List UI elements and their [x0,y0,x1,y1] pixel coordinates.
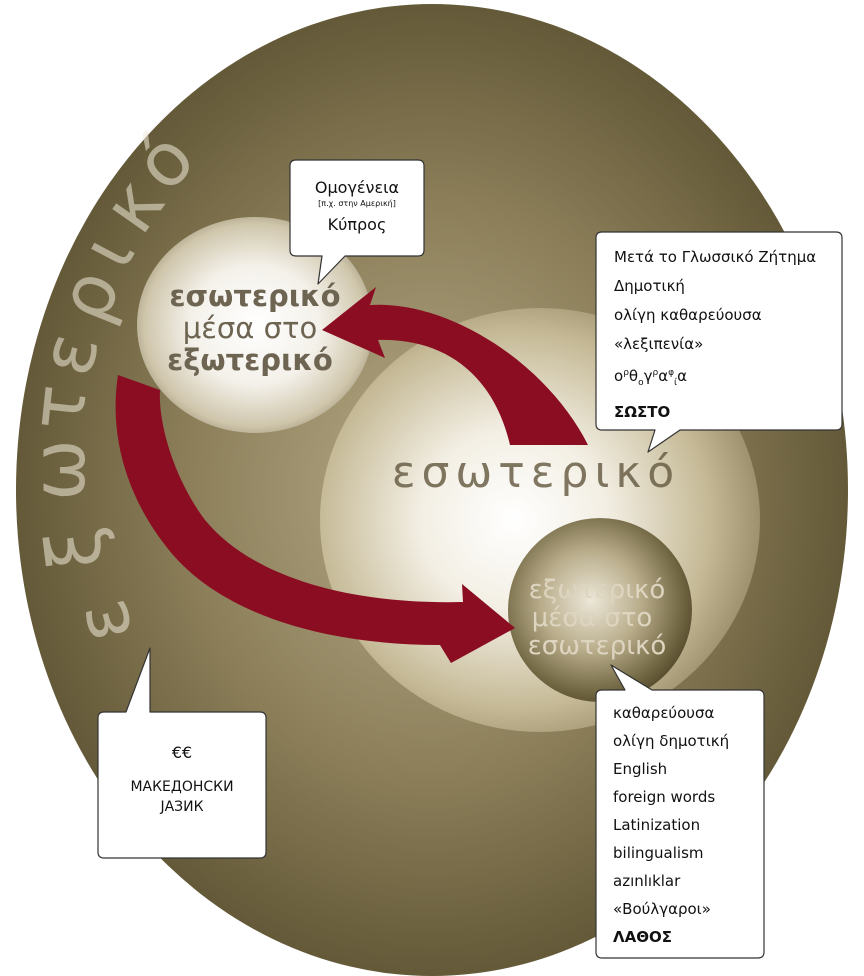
lower-bubble-line: μέσα στο [532,603,653,633]
upper-bubble-line: εξωτερικό [167,343,333,377]
ortho-char: ο [614,367,624,385]
callout-left-line: МАКЕДОНСКИ [130,779,234,795]
upper-bubble [137,217,373,433]
callout-br-line: ολίγη δημοτική [613,732,730,750]
lower-bubble-text: εξωτερικό μέσα στο εσωτερικό [528,575,667,661]
callout-br-line: English [613,760,668,778]
center-label: εσωτερικό [392,447,680,498]
ortho-char: ί [674,378,678,388]
callout-right-bubble [595,231,843,453]
lower-bubble-line: εξωτερικό [529,575,666,605]
ortho-char: ρ [652,368,659,378]
upper-bubble-text: εσωτερικό μέσα στο εξωτερικό [167,279,340,377]
outer-label-letter: τ [14,381,104,434]
outer-label-letter: ω [16,439,102,501]
callout-br-line: bilingualism [613,844,704,862]
callout-top-note: [π.χ. στην Αμερική] [318,199,396,208]
callout-right-line: Δημοτική [614,277,685,295]
ortho-char: ρ [623,368,629,378]
ortho-char: θ [628,367,639,385]
upper-bubble-line: εσωτερικό [169,279,340,313]
callout-br-line: Latinization [613,816,701,834]
lower-bubble [508,518,692,702]
callout-diaspora: Ομογένεια [π.χ. στην Αμερική] Κύπρος [290,160,424,256]
callout-br-line: καθαρεύουσα [613,704,715,722]
ortho-char: ο [638,378,644,388]
arrow-to-upper-bubble [322,287,588,445]
callout-left-line: ЈАЗИК [160,799,204,815]
callout-br-line: foreign words [613,788,716,806]
ortho-char: φ [668,368,675,378]
callout-right-line: ολίγη καθαρεύουσα [614,306,762,324]
callout-right-verdict: ΣΩΣΤΟ [614,403,671,421]
callout-right-line: Μετά το Γλωσσικό Ζήτημα [614,248,817,266]
callout-top-bubble [289,159,425,285]
callout-br-line: azınlıklar [613,872,681,890]
arrow-to-lower-bubble [115,375,516,663]
callout-top-line: Κύπρος [327,215,387,234]
callout-br-line: «Βούλγαροι» [613,900,711,918]
callout-top-line: Ομογένεια [314,178,400,197]
upper-bubble-line: μέσα στο [183,311,317,345]
callout-bottom-right-bubble [595,664,765,959]
callout-correct-list: Μετά το Γλωσσικό Ζήτημα Δημοτική ολίγη κ… [596,232,842,430]
ortho-char: γ [643,367,653,385]
callout-wrong-list: καθαρεύουσα ολίγη δημοτική English forei… [596,690,764,958]
callout-macedonian: €€ МАКЕДОНСКИ ЈАЗИК [98,712,266,858]
ortho-char: α [677,367,687,385]
callout-right-line: «λεξιπενία» [614,335,704,353]
orthography-word: ορθογραφία [614,359,842,398]
callout-left-bubble [97,647,267,859]
ortho-char: α [658,367,669,385]
callout-left-symbol: €€ [171,743,193,762]
lower-bubble-line: εσωτερικό [528,631,667,661]
callout-br-verdict: ΛΑΘΟΣ [613,928,672,946]
